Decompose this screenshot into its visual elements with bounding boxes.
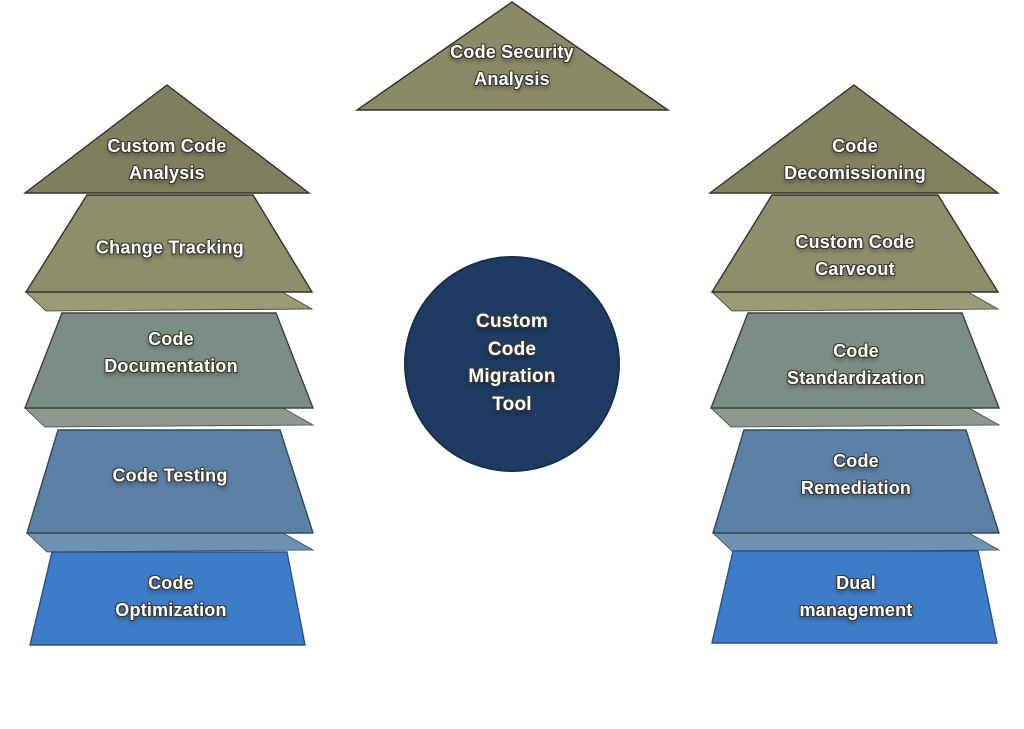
left-layer-4-label: Code Testing xyxy=(112,465,228,486)
left-layer-4-shape xyxy=(26,429,314,534)
left-layer-3-label: Code Documentation xyxy=(104,329,238,376)
right-layer-5-label: Dual management xyxy=(799,573,913,620)
right-layer-4-label: Code Remediation xyxy=(800,451,912,498)
right-layer-3-shape xyxy=(709,312,1001,409)
right-layer-4-fold xyxy=(711,532,1001,553)
right-layer-3-fold xyxy=(709,407,1001,428)
left-layer-2-shape xyxy=(24,194,314,293)
left-layer-5-shape xyxy=(29,551,306,646)
top-triangle-shape xyxy=(354,1,671,111)
right-layer-5-shape xyxy=(711,550,998,644)
right-layer-2-shape xyxy=(710,194,1000,293)
right-layer-2-label: Custom Code Carveout xyxy=(795,232,915,279)
left-layer-3-fold xyxy=(23,407,315,428)
left-layer-4-fold xyxy=(25,532,315,553)
left-layer-3-shape xyxy=(23,312,315,409)
right-layer-4-shape xyxy=(712,429,1000,534)
left-layer-1-label: Custom Code Analysis xyxy=(107,136,227,183)
right-layer-1-shape xyxy=(707,84,1001,194)
right-layer-3-label: Code Standardization xyxy=(786,341,925,388)
right-layer-1-label: Code Decomissioning xyxy=(784,136,926,183)
left-layer-2-fold xyxy=(24,291,314,312)
left-layer-5-label: Code Optimization xyxy=(115,573,227,620)
center-circle-label: Custom Code Migration Tool xyxy=(468,311,556,415)
left-layer-1-shape xyxy=(22,84,312,194)
top-triangle-label: Code Security Analysis xyxy=(450,42,574,89)
right-layer-2-fold xyxy=(710,291,1000,312)
center-circle-shape xyxy=(404,256,620,472)
left-layer-2-label: Change Tracking xyxy=(95,237,245,258)
